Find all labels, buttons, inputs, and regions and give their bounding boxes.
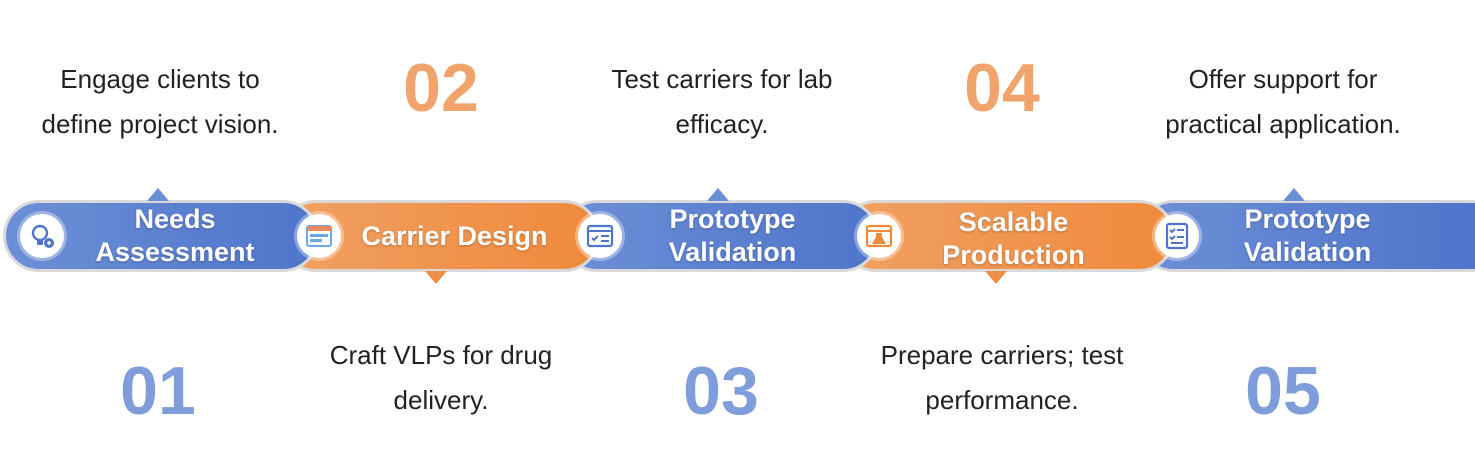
step-3-description: Test carriers for lab efficacy. — [611, 64, 833, 139]
checklist-document-icon — [1155, 214, 1199, 258]
step-1-title: Needs Assessment — [95, 204, 255, 267]
step-3-pointer — [707, 188, 729, 201]
step-2-number: 02 — [403, 50, 479, 126]
step-1-number: 01 — [120, 353, 196, 429]
checklist-window-icon — [578, 214, 622, 258]
browser-window-icon — [297, 214, 341, 258]
step-2-title: Carrier Design — [361, 220, 548, 251]
step-3-title: Prototype Validation — [668, 204, 797, 267]
step-1-description: Engage clients to define project vision. — [41, 64, 279, 139]
step-5-pointer — [1283, 188, 1305, 201]
step-4-number: 04 — [964, 50, 1040, 126]
step-3-number: 03 — [683, 353, 759, 429]
flask-window-icon — [857, 214, 901, 258]
step-4-description: Prepare carriers; test performance. — [880, 340, 1124, 415]
lightbulb-icon — [20, 214, 64, 258]
step-4-pointer — [985, 271, 1007, 284]
step-4-title: Scalable Production — [942, 207, 1085, 270]
step-5-number: 05 — [1245, 353, 1321, 429]
step-2-description: Craft VLPs for drug delivery. — [329, 340, 553, 415]
step-5-title: Prototype Validation — [1243, 204, 1372, 267]
step-2-pointer — [425, 271, 447, 284]
step-5-description: Offer support for practical application. — [1165, 64, 1401, 139]
step-1-pointer — [147, 188, 169, 201]
